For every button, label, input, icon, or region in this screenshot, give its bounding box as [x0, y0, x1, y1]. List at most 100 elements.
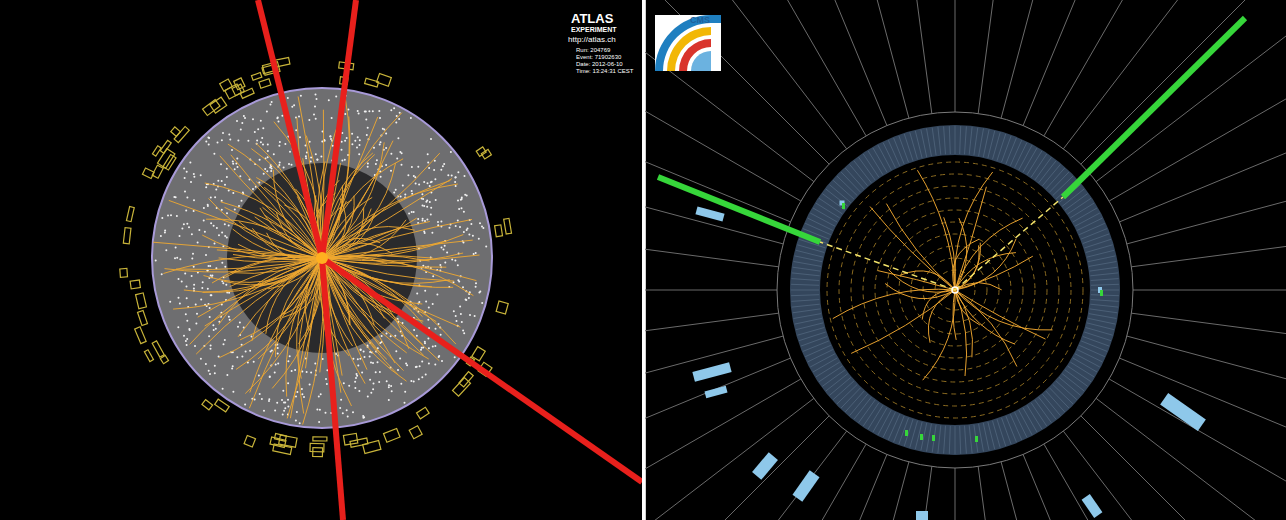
hit-dot — [318, 421, 320, 423]
hit-dot — [441, 360, 443, 362]
hit-dot — [236, 120, 238, 122]
panel-divider — [645, 0, 646, 520]
hit-dot — [164, 230, 166, 232]
calorimeter-deposit — [251, 73, 261, 81]
calorimeter-deposit — [363, 440, 381, 453]
particle-track — [322, 218, 417, 258]
hit-dot — [393, 192, 395, 194]
hit-dot — [373, 147, 375, 149]
hit-dot — [427, 153, 429, 155]
ecal-cell — [1027, 405, 1042, 429]
ecal-cell — [792, 273, 820, 276]
hit-dot — [184, 177, 186, 179]
hit-dot — [264, 168, 266, 170]
hit-dot — [419, 365, 421, 367]
calorimeter-deposit — [152, 341, 164, 357]
hit-dot — [179, 235, 181, 237]
hit-dot — [423, 205, 425, 207]
hit-dot — [478, 291, 480, 293]
hit-dot — [260, 141, 262, 143]
hit-dot — [352, 411, 354, 413]
ecal-cell — [979, 424, 984, 452]
hit-dot — [462, 286, 464, 288]
hit-dot — [226, 212, 228, 214]
calorimeter-segment — [645, 416, 829, 520]
particle-track — [955, 290, 1046, 339]
calorimeter-segment — [645, 0, 847, 149]
hit-dot — [348, 385, 350, 387]
ecal-cell — [791, 295, 819, 296]
hit-dot — [455, 225, 457, 227]
ecal-cell — [883, 412, 895, 437]
hit-dot — [397, 369, 399, 371]
hit-dot — [241, 200, 243, 202]
calorimeter-deposit — [453, 378, 471, 396]
calorimeter-deposit — [126, 207, 134, 222]
hit-dot — [291, 164, 293, 166]
hit-dot — [316, 98, 318, 100]
hit-dot — [369, 356, 371, 358]
hit-dot — [413, 381, 415, 383]
hit-dot — [469, 314, 471, 316]
hit-dot — [423, 181, 425, 183]
calorimeter-deposit — [171, 127, 181, 136]
hit-dot — [342, 412, 344, 414]
hit-dot — [426, 219, 428, 221]
hit-dot — [475, 252, 477, 254]
hit-dot — [420, 349, 422, 351]
ecal-cell — [1083, 337, 1109, 347]
hit-dot — [252, 118, 254, 120]
particle-track — [322, 258, 398, 374]
ecal-cell — [1006, 138, 1017, 164]
calorimeter-segment — [645, 444, 866, 520]
hit-dot — [243, 115, 245, 117]
ecal-cell — [791, 279, 819, 281]
hit-dot — [193, 266, 195, 268]
hit-dot — [451, 259, 453, 261]
hit-dot — [222, 282, 224, 284]
ecal-cell — [894, 138, 905, 164]
hit-dot — [351, 143, 353, 145]
experiment-logo-text: CMS — [690, 16, 710, 26]
hit-dot — [263, 410, 265, 412]
hit-dot — [220, 163, 222, 165]
run-info: Run: 204769 — [576, 47, 610, 54]
calorimeter-deposit — [350, 438, 368, 447]
hit-dot — [429, 185, 431, 187]
calorimeter-deposit — [136, 293, 147, 309]
hit-dot — [175, 246, 177, 248]
hit-dot — [205, 254, 207, 256]
ecal-cell — [949, 126, 950, 154]
ecal-cell — [938, 127, 941, 155]
hit-dot — [332, 145, 334, 147]
calorimeter-deposit — [220, 79, 233, 91]
hit-dot — [390, 170, 392, 172]
ecal-cell — [803, 341, 829, 352]
ecal-cell — [873, 408, 887, 432]
hit-dot — [238, 205, 240, 207]
hit-dot — [253, 361, 255, 363]
hit-dot — [258, 374, 260, 376]
hit-dot — [186, 320, 188, 322]
hit-dot — [222, 388, 224, 390]
calorimeter-deposit — [160, 355, 168, 363]
hit-dot — [432, 303, 434, 305]
hit-dot — [287, 399, 289, 401]
hit-dot — [277, 347, 279, 349]
calorimeter-deposit — [313, 448, 323, 457]
ecal-cell — [915, 131, 922, 158]
hit-dot — [278, 145, 280, 147]
hit-dot — [373, 382, 375, 384]
hit-dot — [174, 257, 176, 259]
hit-dot — [453, 310, 455, 312]
hit-dot — [231, 149, 233, 151]
ecal-cell — [813, 208, 837, 222]
ecal-cell — [854, 161, 871, 183]
hit-dot — [155, 259, 157, 261]
hit-dot — [344, 113, 346, 115]
hit-dot — [232, 160, 234, 162]
particle-track — [923, 290, 955, 380]
hcal-deposit — [1160, 393, 1206, 431]
ecal-cell — [910, 132, 918, 159]
